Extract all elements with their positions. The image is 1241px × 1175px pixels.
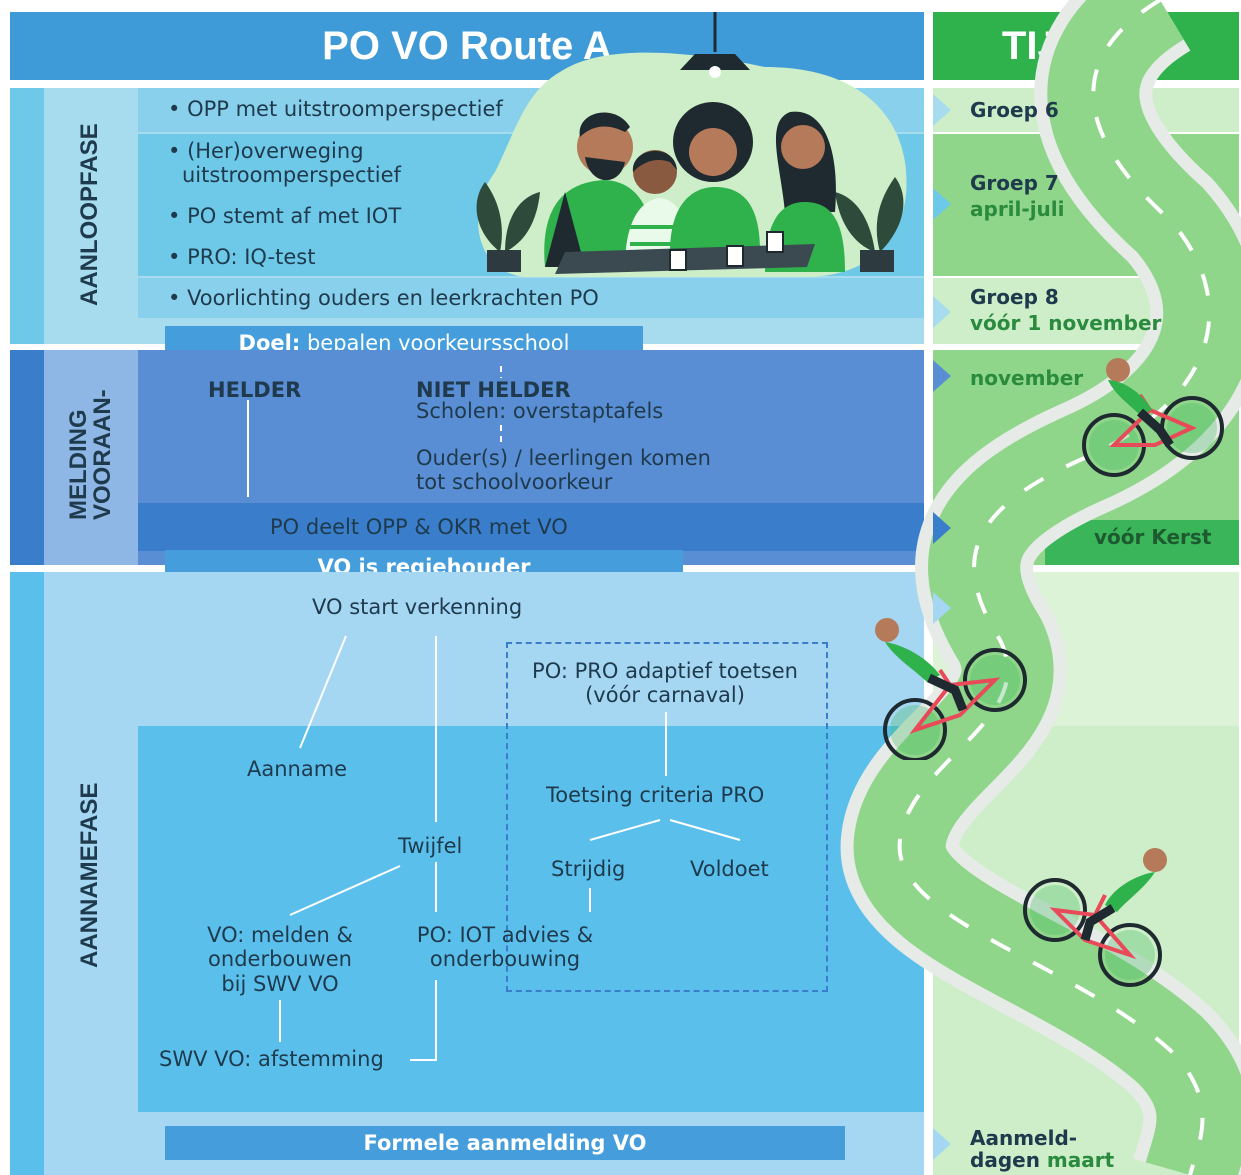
- twijfel-text: Twijfel: [398, 834, 463, 858]
- formele-aanmelding-text: Formele aanmelding VO: [363, 1131, 647, 1155]
- tijdpad-november-label: november: [970, 366, 1084, 390]
- iot-text-2: onderbouwing: [429, 947, 581, 971]
- page-title-bar: PO VO Route A: [10, 12, 924, 80]
- aanname-text: Aanname: [247, 757, 348, 781]
- helder-label: HELDER: [208, 378, 302, 402]
- voldoet-text: Voldoet: [690, 857, 769, 881]
- tijdpad-groep6: Groep 6: [970, 98, 1059, 122]
- aanloop-item: Voorlichting ouders en leerkrachten PO: [168, 286, 599, 310]
- pro-dashed-box: [506, 642, 828, 992]
- aanloop-item: OPP met uitstroomperspectief: [168, 97, 503, 121]
- page-title: PO VO Route A: [322, 23, 612, 68]
- ouders-text-1: Ouder(s) / leerlingen komen: [416, 446, 711, 470]
- pro-text-1: PO: PRO adaptief toetsen: [532, 659, 798, 683]
- arrow-november: [933, 360, 951, 392]
- melden-text-2: onderbouwen: [208, 947, 352, 971]
- cyclist-1-icon: [1082, 358, 1224, 477]
- arrow-aanmeld: [933, 1128, 951, 1160]
- tijdpad-groep7: Groep 7: [970, 171, 1059, 195]
- voor-side-strip: [10, 350, 44, 565]
- scholen-text: Scholen: overstaptafels: [416, 399, 664, 423]
- arrow-aanname: [933, 592, 951, 624]
- cyclist-2-icon: [875, 618, 1027, 760]
- person-woman-center-icon: [670, 102, 760, 252]
- swv-text: SWV VO: afstemming: [159, 1047, 384, 1071]
- strijdig-text: Strijdig: [551, 857, 626, 881]
- pro-text-2: (vóór carnaval): [585, 683, 745, 707]
- arrow-kerst: [933, 512, 951, 544]
- formele-aanmelding-bar: Formele aanmelding VO: [165, 1126, 845, 1160]
- tijdpad-groep7-sub: april-juli: [970, 197, 1065, 221]
- cyclist-3-icon: [1023, 848, 1167, 987]
- aanloop-item: (Her)overweging: [168, 139, 363, 163]
- aanloop-item: PO stemt af met IOT: [168, 204, 401, 228]
- tijdpad-aanmeld-dagen: dagen: [970, 1148, 1040, 1172]
- iot-text-1: PO: IOT advies &: [416, 923, 594, 947]
- voor-bottom-row: [138, 503, 924, 551]
- melden-text-3: bij SWV VO: [221, 972, 339, 996]
- toetsing-text: Toetsing criteria PRO: [546, 783, 765, 807]
- aanname-main-row: [138, 726, 924, 1112]
- tijdpad-aanmeld-2: dagen maart: [970, 1148, 1114, 1172]
- ouders-text-2: tot schoolvoorkeur: [416, 470, 613, 494]
- road-path: [840, 0, 1241, 1175]
- niet-helder-label: NIET HELDER: [416, 378, 571, 402]
- tijdpad-kerst-label: vóór Kerst: [1094, 525, 1212, 549]
- tijdpad-aanmeld-1: Aanmeld-: [970, 1126, 1078, 1150]
- aanname-side-strip: [10, 572, 44, 1175]
- aanloop-side-strip: [10, 88, 44, 344]
- plant-left-icon: [476, 182, 540, 272]
- arrow-g8: [933, 296, 951, 328]
- tijdpad-kerst: [1045, 520, 1239, 565]
- tijdpad-groep8: Groep 8: [970, 285, 1059, 309]
- plant-right-icon: [835, 177, 904, 272]
- start-verkenning: VO start verkenning: [312, 595, 523, 619]
- aanloop-item-cont: uitstroomperspectief: [182, 163, 401, 187]
- melden-text-1: VO: melden &: [207, 923, 353, 947]
- po-deelt-text: PO deelt OPP & OKR met VO: [270, 515, 568, 539]
- arrow-g6: [933, 94, 951, 126]
- people-illustration: [476, 12, 907, 278]
- tijdpad-aanmeld-maart: maart: [1046, 1148, 1115, 1172]
- aanloop-item: PRO: IQ-test: [168, 245, 315, 269]
- tijdpad-groep8-sub: vóór 1 november: [970, 311, 1162, 335]
- voor-label-strip: [44, 350, 138, 565]
- arrow-g7: [933, 188, 951, 220]
